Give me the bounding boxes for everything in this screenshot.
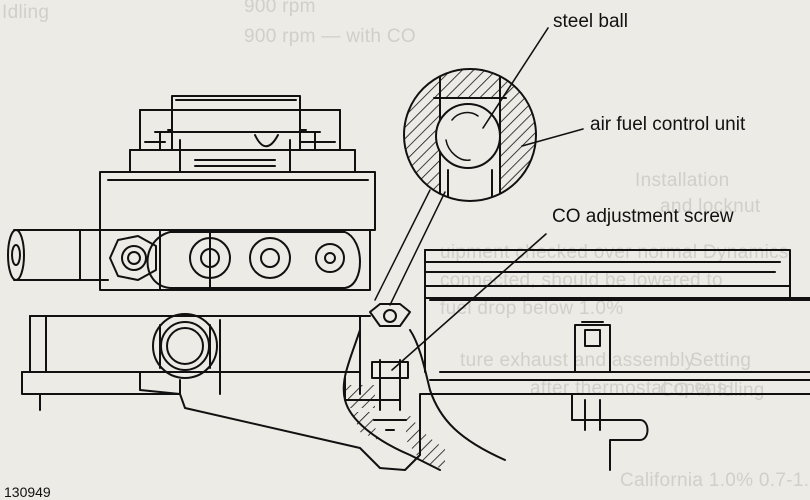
top-cap xyxy=(144,95,336,173)
co-adjustment-screw-label: CO adjustment screw xyxy=(552,206,734,227)
base-housing xyxy=(21,315,810,471)
figure-number: 130949 xyxy=(4,484,51,500)
steel-ball-label: steel ball xyxy=(553,11,628,32)
small-fitting xyxy=(369,303,411,327)
base-ring xyxy=(152,313,218,379)
cutaway-hatch xyxy=(345,385,445,470)
right-connector xyxy=(571,321,649,471)
leader-co-screw xyxy=(391,233,547,371)
inlet-pipe xyxy=(7,229,109,281)
inset-circle xyxy=(403,68,537,202)
leader-steel-ball xyxy=(482,27,549,129)
cutaway-section xyxy=(342,329,506,471)
air-fuel-control-unit-label: air fuel control unit xyxy=(590,114,746,135)
hex-nut xyxy=(109,235,157,281)
side-block xyxy=(99,229,371,291)
upper-body xyxy=(99,109,376,231)
leader-air-fuel-unit xyxy=(521,128,584,147)
sensor-plate xyxy=(424,249,810,381)
